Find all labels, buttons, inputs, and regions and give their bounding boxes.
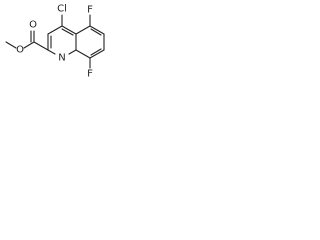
ester-oxygen-atom-label: O (16, 45, 24, 56)
bond (68, 49, 77, 55)
bond (90, 28, 102, 36)
carbonyl-oxygen-atom-label: O (29, 20, 37, 31)
bond (89, 25, 105, 35)
chlorine-atom-label: Cl (57, 4, 67, 15)
bond (75, 25, 91, 35)
bond (5, 41, 17, 49)
fluorine-atom-label-bottom: F (87, 69, 93, 80)
bond (89, 49, 105, 59)
bond (61, 25, 77, 35)
bond (75, 49, 91, 59)
fluorine-atom-label-top: F (87, 5, 93, 16)
bond (61, 28, 74, 36)
nitrogen-atom-label: N (58, 53, 65, 64)
bond (47, 49, 56, 55)
bond (90, 48, 102, 56)
bond (23, 41, 35, 49)
chemical-structure-diagram: Cl F F N O O (5, 4, 105, 80)
bond (33, 41, 49, 51)
bond (47, 25, 63, 35)
